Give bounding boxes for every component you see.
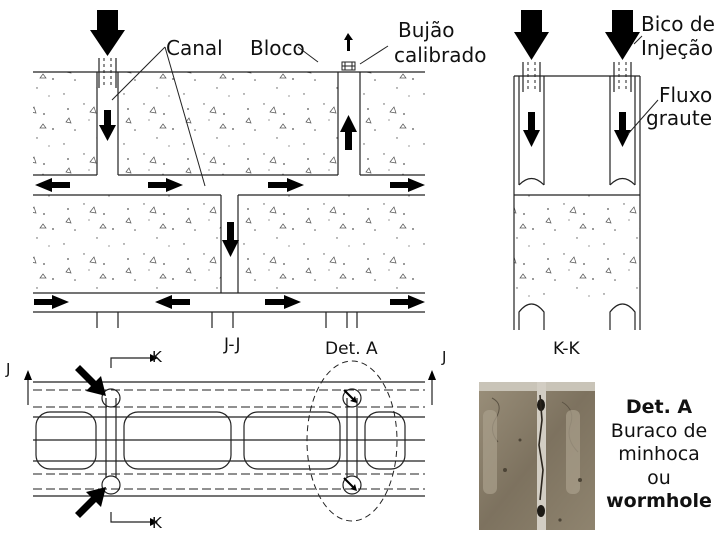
detail-a-outline bbox=[306, 360, 398, 522]
label-j-right: J bbox=[442, 348, 447, 366]
block-top-left bbox=[33, 72, 97, 175]
block-kk-lower bbox=[514, 195, 640, 303]
label-canal: Canal bbox=[166, 36, 223, 60]
label-k-bottom: K bbox=[152, 514, 162, 532]
flow-down-arrow-icon bbox=[99, 110, 116, 141]
injection-down-arrow-icon bbox=[90, 10, 125, 56]
block-bottom-left bbox=[33, 195, 221, 293]
label-bico-line2: Injeção bbox=[641, 36, 713, 60]
label-section-kk: K-K bbox=[553, 339, 580, 359]
detail-caption-line1: Buraco de bbox=[610, 419, 708, 442]
section-jj-view bbox=[33, 10, 425, 328]
hole-arrow-bottom-icon bbox=[344, 478, 357, 491]
wormhole-photo bbox=[479, 382, 595, 530]
detail-caption-title: Det. A bbox=[625, 396, 693, 418]
plan-injection-arrow-top-icon bbox=[75, 365, 106, 396]
detail-caption: Det. A Buraco de minhoca ou wormhole bbox=[600, 396, 718, 514]
label-det-a: Det. A bbox=[325, 339, 378, 359]
section-kk-view bbox=[513, 10, 659, 330]
calibrated-plug-icon bbox=[341, 61, 356, 71]
label-fluxo-line2: graute bbox=[646, 106, 712, 130]
detail-caption-line4: wormhole bbox=[606, 490, 712, 513]
label-bujao-line2: calibrado bbox=[394, 43, 487, 67]
injection-arrow-left-icon bbox=[514, 10, 549, 60]
plan-injection-arrow-bottom-icon bbox=[75, 487, 106, 518]
kk-label-leaders bbox=[627, 35, 659, 135]
label-k-top: K bbox=[152, 348, 162, 366]
label-j-left: J bbox=[6, 360, 11, 378]
flow-up-arrow-icon bbox=[340, 115, 357, 150]
label-bloco: Bloco bbox=[250, 36, 305, 60]
flow-down-arrow-center-icon bbox=[222, 222, 239, 257]
kk-flow-arrow-right-icon bbox=[614, 112, 631, 147]
detail-caption-line3: ou bbox=[647, 466, 671, 489]
block-top-right bbox=[360, 72, 425, 175]
injection-arrow-right-icon bbox=[605, 10, 640, 60]
block-bottom-right bbox=[238, 195, 425, 293]
lower-channel-arrows bbox=[34, 295, 425, 309]
block-top-middle bbox=[118, 72, 338, 175]
label-bico-line1: Bico de bbox=[641, 12, 715, 36]
hole-arrow-top-icon bbox=[344, 390, 357, 403]
kk-flow-arrow-left-icon bbox=[523, 112, 540, 147]
detail-caption-line2: minhoca bbox=[618, 443, 700, 466]
plug-outflow-arrow-icon bbox=[344, 33, 353, 51]
label-section-jj: J-J bbox=[224, 335, 241, 355]
plan-view bbox=[24, 354, 436, 526]
label-bujao-line1: Bujão bbox=[398, 18, 455, 42]
label-leaders bbox=[111, 45, 389, 187]
upper-channel-arrows bbox=[35, 178, 425, 192]
label-fluxo-line1: Fluxo bbox=[659, 83, 713, 107]
